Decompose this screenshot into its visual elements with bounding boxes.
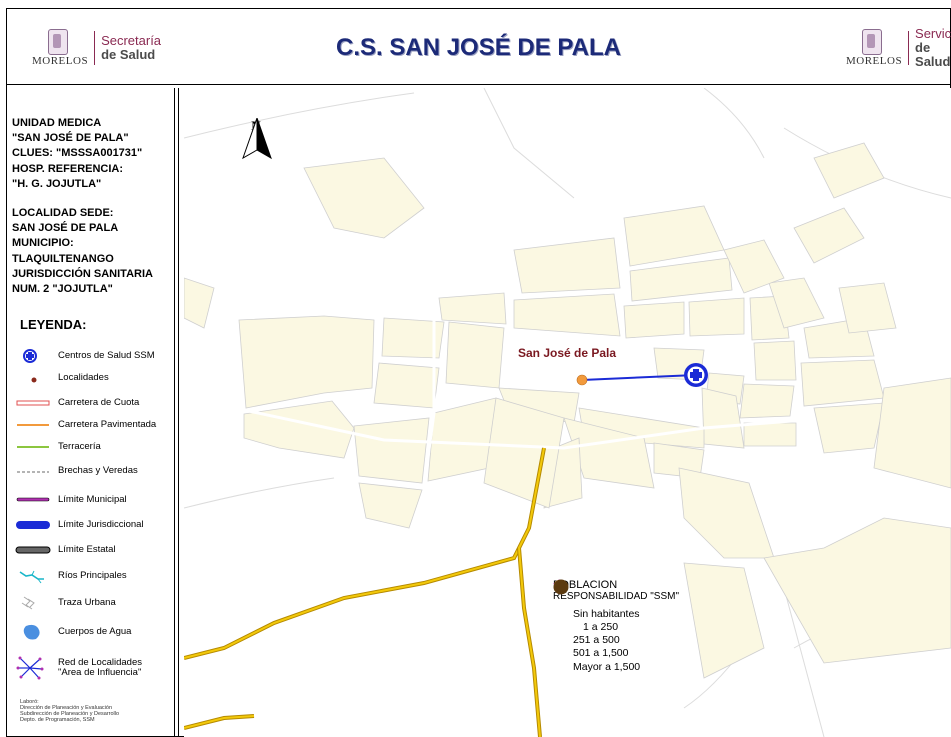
trail-icon [17, 471, 49, 473]
header: MORELOS Secretaría de Salud C.S. SAN JOS… [6, 8, 951, 85]
main-streets [243, 318, 805, 487]
map-canvas[interactable]: N San José de Pala POBLACION RESPONSABIL… [184, 88, 951, 737]
health-center-icon [23, 349, 37, 363]
legend-label: Límite Jurisdiccional [58, 519, 144, 530]
legend-item-toll-road: Carretera de Cuota [14, 393, 139, 413]
info-line: NUM. 2 "JOJUTLA" [12, 283, 113, 296]
credit-line: Laboró: [20, 699, 39, 705]
logo-dept-line2: de Salud [915, 40, 951, 69]
paved-highway [184, 447, 546, 737]
legend-item-locality-network: Red de Localidades "Area de Influencia" [14, 655, 142, 681]
legend-item-jurisdiction-limit: Límite Jurisdiccional [14, 515, 144, 535]
population-row: Mayor a 1,500 [553, 579, 679, 675]
info-line: MUNICIPIO: [12, 237, 74, 250]
info-line: "SAN JOSÉ DE PALA" [12, 132, 129, 145]
population-row: Sin habitantes [553, 579, 679, 620]
legend-item-municipal-limit: Límite Municipal [14, 490, 127, 510]
logo-state-text: MORELOS [846, 55, 903, 67]
locality-dot-icon [31, 377, 37, 383]
health-center-marker[interactable] [684, 363, 708, 387]
credit-line: Dirección de Planeación y Evaluación [20, 705, 113, 711]
side-panel [6, 88, 175, 737]
legend-label: Ríos Principales [58, 570, 127, 581]
legend-label: Carretera Pavimentada [58, 419, 157, 430]
dot-xlarge-icon [553, 579, 569, 595]
credit-line: Depto. de Programación, SSM [20, 717, 95, 723]
jurisdiction-boundary-icon [16, 521, 50, 529]
locality-label: San José de Pala [518, 346, 617, 360]
logo-dept-line2: de Salud [101, 47, 156, 62]
logo-state-text: MORELOS [32, 55, 89, 67]
legend-item-dirt-road: Terracería [14, 437, 101, 457]
morelos-seal-icon [862, 29, 883, 55]
legend-item-urban-trace: Traza Urbana [14, 593, 116, 613]
legend-label: Terracería [58, 441, 101, 452]
influence-link-line [581, 374, 697, 381]
population-row-label: Mayor a 1,500 [573, 661, 641, 673]
legend-item-trails: Brechas y Veredas [14, 461, 138, 481]
population-legend-title: POBLACION [553, 579, 618, 591]
population-row: 1 a 250 [553, 581, 679, 633]
legend-label: Traza Urbana [58, 597, 116, 608]
map-title: C.S. SAN JOSÉ DE PALA [336, 34, 621, 61]
info-line: TLAQUILTENANGO [12, 252, 114, 265]
population-row-label: 501 a 1,500 [573, 646, 629, 659]
legend-label: Localidades [58, 372, 109, 383]
population-row: 501 a 1,500 [553, 580, 679, 659]
population-legend-subtitle: RESPONSABILIDAD "SSM" [553, 591, 680, 602]
locality-san-jose-de-pala-marker[interactable] [576, 374, 588, 386]
legend-label: Límite Municipal [58, 494, 127, 505]
legend-item-water-bodies: Cuerpos de Agua [14, 622, 131, 642]
info-line: LOCALIDAD SEDE: [12, 207, 114, 220]
locality-network-icon [16, 656, 44, 680]
legend-item-health-center: Centros de Salud SSM [14, 346, 155, 366]
legend-label: Brechas y Veredas [58, 465, 138, 476]
logo-dept-line1: Servicios [915, 26, 951, 41]
credit-line: Subdirección de Planeación y Desarrollo [20, 711, 120, 717]
morelos-seal-icon [48, 29, 69, 55]
river-icon [19, 570, 44, 584]
legend-label: Centros de Salud SSM [58, 350, 155, 361]
logo-servicios-de-salud: MORELOS Servicios de Salud [846, 22, 951, 74]
legend-item-rivers: Ríos Principales [14, 566, 127, 586]
north-arrow: N [239, 118, 273, 160]
population-row-label: 251 a 500 [573, 633, 620, 646]
water-body-icon [23, 624, 40, 640]
info-line: UNIDAD MEDICA [12, 117, 102, 129]
info-line: "H. G. JOJUTLA" [12, 177, 102, 190]
logo-dept-line1: Secretaría [101, 33, 162, 48]
credits: Laboró: Dirección de Planeación y Evalua… [20, 699, 119, 723]
legend-label: Red de Localidades "Area de Influencia" [58, 657, 142, 678]
info-line: HOSP. REFERENCIA: [12, 162, 124, 175]
info-line: JURISDICCIÓN SANITARIA [12, 267, 153, 280]
legend-item-paved-road: Carretera Pavimentada [14, 415, 156, 435]
urban-trace-icon [21, 596, 35, 610]
toll-road-icon [16, 400, 50, 406]
legend-item-state-limit: Límite Estatal [14, 540, 116, 560]
urban-blocks [184, 142, 951, 679]
population-legend: POBLACION RESPONSABILIDAD "SSM" Sin habi… [553, 579, 679, 675]
info-line: CLUES: "MSSSA001731" [12, 147, 143, 160]
population-row: 251 a 500 [553, 580, 679, 646]
municipal-boundary-icon [16, 497, 50, 502]
legend-title: LEYENDA: [20, 317, 87, 332]
legend-label: Cuerpos de Agua [58, 626, 132, 637]
population-row-label: 1 a 250 [583, 620, 619, 633]
legend-item-localities: Localidades [14, 368, 109, 388]
paved-road-icon [17, 424, 49, 426]
map-drawing [184, 88, 951, 737]
state-boundary-icon [15, 546, 51, 554]
north-arrow-icon [242, 118, 272, 160]
dirt-road-icon [17, 446, 49, 448]
population-row-label: Sin habitantes [573, 607, 640, 620]
unit-info: UNIDAD MEDICA "SAN JOSÉ DE PALA" CLUES: … [12, 116, 153, 297]
legend-label: Carretera de Cuota [58, 397, 140, 408]
legend-label: Límite Estatal [58, 544, 116, 555]
info-line: SAN JOSÉ DE PALA [12, 222, 119, 235]
logo-secretaria-de-salud: MORELOS Secretaría de Salud [32, 22, 161, 74]
